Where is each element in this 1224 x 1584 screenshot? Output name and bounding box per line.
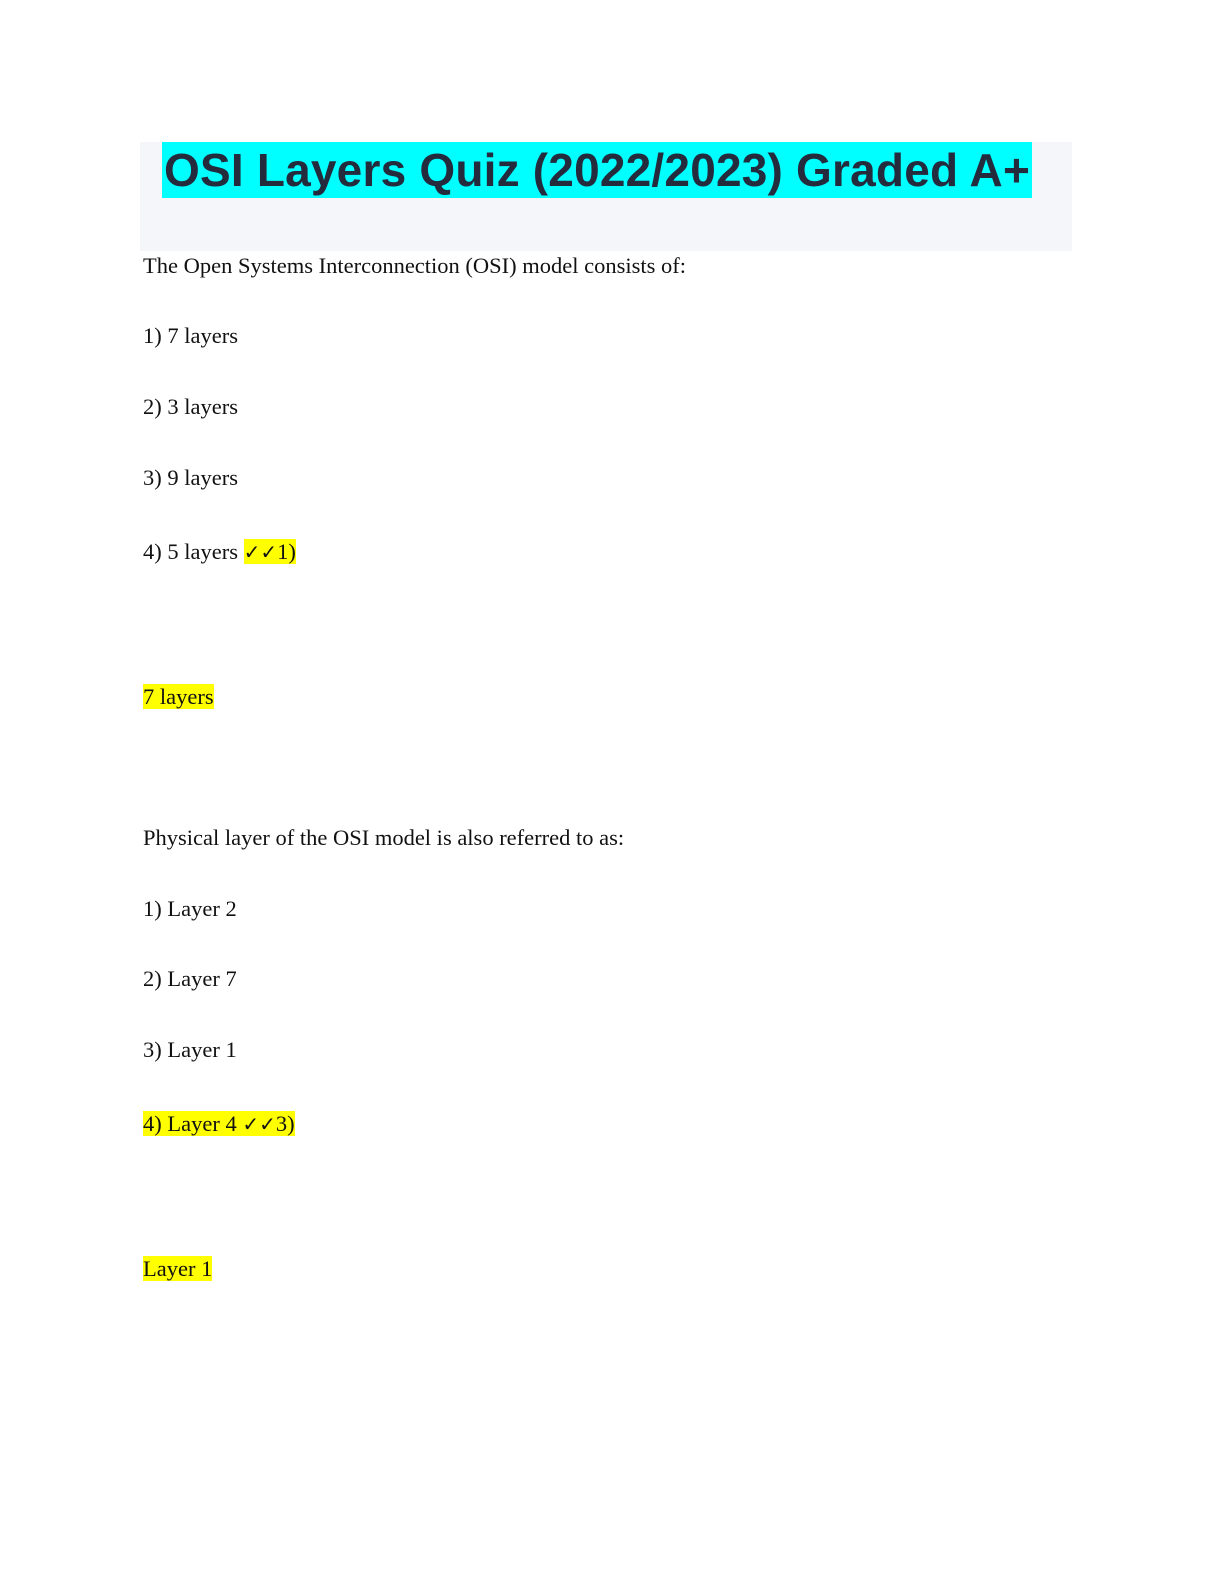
title-band: OSI Layers Quiz (2022/2023) Graded A+ (140, 142, 1072, 251)
question-1-option-1: 1) 7 layers (143, 323, 238, 348)
question-1-option-3: 3) 9 layers (143, 465, 238, 490)
question-2-answer: Layer 1 (143, 1256, 213, 1281)
document-title: OSI Layers Quiz (2022/2023) Graded A+ (162, 142, 1033, 198)
double-check-icon: ✓✓ (242, 1112, 276, 1136)
question-1-answer-row: 7 layers (143, 683, 214, 711)
question-1-prompt: The Open Systems Interconnection (OSI) m… (143, 253, 687, 278)
question-2-option-4-highlight: 4) Layer 4 ✓✓3) (143, 1111, 295, 1136)
double-check-icon: ✓✓ (243, 540, 278, 564)
question-2-answer-ref: 3) (275, 1111, 295, 1136)
question-2-option-4: 4) Layer 4 (143, 1111, 237, 1136)
question-2-option-3: 3) Layer 1 (143, 1037, 237, 1062)
question-1-option-4-row: 4) 5 layers ✓✓1) (143, 538, 296, 566)
question-2-option-4-row: 4) Layer 4 ✓✓3) (143, 1110, 295, 1138)
question-1-marker: ✓✓1) (243, 539, 296, 564)
question-2-option-1: 1) Layer 2 (143, 896, 237, 921)
question-1-answer-ref: 1) (277, 539, 296, 564)
question-2-prompt: Physical layer of the OSI model is also … (143, 825, 625, 850)
question-1-answer: 7 layers (143, 684, 214, 709)
question-1-option-2: 2) 3 layers (143, 394, 238, 419)
question-2-answer-row: Layer 1 (143, 1255, 213, 1283)
question-1-option-4: 4) 5 layers (143, 539, 238, 564)
question-2-option-2: 2) Layer 7 (143, 966, 237, 991)
